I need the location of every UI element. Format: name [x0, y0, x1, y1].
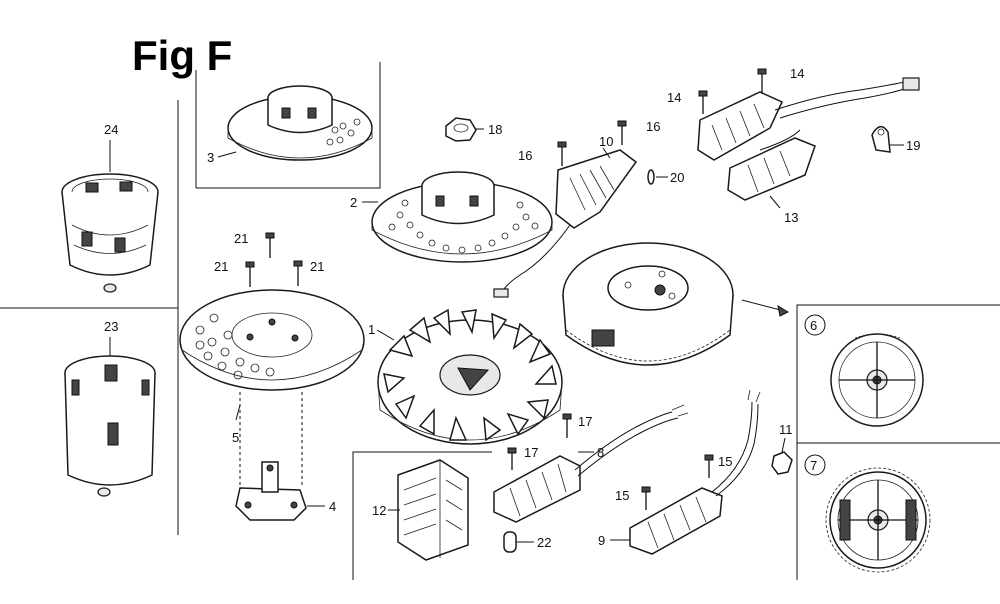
part-23-cylinder-cup — [64, 355, 156, 497]
callout-5: 5 — [232, 430, 239, 445]
screw-17a — [562, 413, 572, 438]
leader-lines — [109, 128, 904, 543]
callout-17-upper: 17 — [578, 414, 592, 429]
callout-21-right: 21 — [310, 259, 324, 274]
screw-16a — [557, 141, 567, 166]
callout-15-upper: 15 — [718, 454, 732, 469]
screw-16b — [617, 120, 627, 145]
callout-11: 11 — [779, 422, 793, 437]
callout-15-lower: 15 — [615, 488, 629, 503]
part-20-pin — [647, 169, 655, 185]
callout-1: 1 — [368, 322, 375, 337]
part-22-dowel — [503, 531, 517, 553]
callout-9: 9 — [598, 533, 605, 548]
screw-14b — [757, 68, 767, 94]
callout-12: 12 — [372, 503, 386, 518]
callout-24: 24 — [104, 122, 118, 137]
part-5-base-plate — [179, 289, 365, 485]
callout-20: 20 — [670, 170, 684, 185]
part-12-regulator — [397, 459, 469, 561]
callout-14-right: 14 — [790, 66, 804, 81]
screws — [245, 68, 767, 510]
callout-labels: 24 23 3 18 2 21 21 21 1 5 4 12 22 17 17 … — [104, 66, 920, 550]
screw-21c — [293, 260, 303, 286]
callout-19: 19 — [906, 138, 920, 153]
callout-18: 18 — [488, 122, 502, 137]
callout-10: 10 — [599, 134, 613, 149]
callout-8: 8 — [597, 445, 604, 460]
screw-21b — [245, 261, 255, 287]
part-6-pulley — [830, 333, 924, 427]
callout-2: 2 — [350, 195, 357, 210]
part-3-cover-plate — [227, 85, 373, 161]
part-19-clamp — [871, 126, 891, 153]
part-10-pulser-coil — [493, 149, 638, 298]
callout-14-left: 14 — [667, 90, 681, 105]
screw-15a — [704, 454, 714, 478]
circled-callout-6: 6 — [804, 314, 826, 336]
callout-6: 6 — [810, 318, 817, 333]
callout-3: 3 — [207, 150, 214, 165]
callout-23: 23 — [104, 319, 118, 334]
circled-callout-7: 7 — [804, 454, 826, 476]
callout-22: 22 — [537, 535, 551, 550]
part-24-starter-cup — [61, 173, 159, 293]
part-2-perforated-plate — [371, 171, 553, 263]
callout-17-lower: 17 — [524, 445, 538, 460]
screw-14a — [698, 90, 708, 114]
part-4-bracket — [235, 461, 307, 521]
screw-15b — [641, 486, 651, 510]
part-18-nut — [445, 117, 477, 142]
part-13-charge-coil — [697, 77, 920, 201]
frame-lines — [0, 62, 1000, 580]
part-8-exciter-coil — [493, 404, 689, 523]
callout-4: 4 — [329, 499, 336, 514]
part-11-nut — [771, 451, 793, 475]
screw-21a — [265, 232, 275, 258]
part-7-ring-gear — [825, 467, 931, 573]
part-9-ignition-coil — [629, 389, 761, 555]
figure-title: Fig F — [132, 32, 233, 79]
screw-17b — [507, 447, 517, 470]
callout-21-left: 21 — [214, 259, 228, 274]
callout-16-right: 16 — [646, 119, 660, 134]
callout-7: 7 — [810, 458, 817, 473]
part-1-cooling-fan — [377, 308, 563, 445]
callout-16-left: 16 — [518, 148, 532, 163]
callout-21-top: 21 — [234, 231, 248, 246]
callout-13: 13 — [784, 210, 798, 225]
flywheel-assembly — [562, 242, 790, 366]
